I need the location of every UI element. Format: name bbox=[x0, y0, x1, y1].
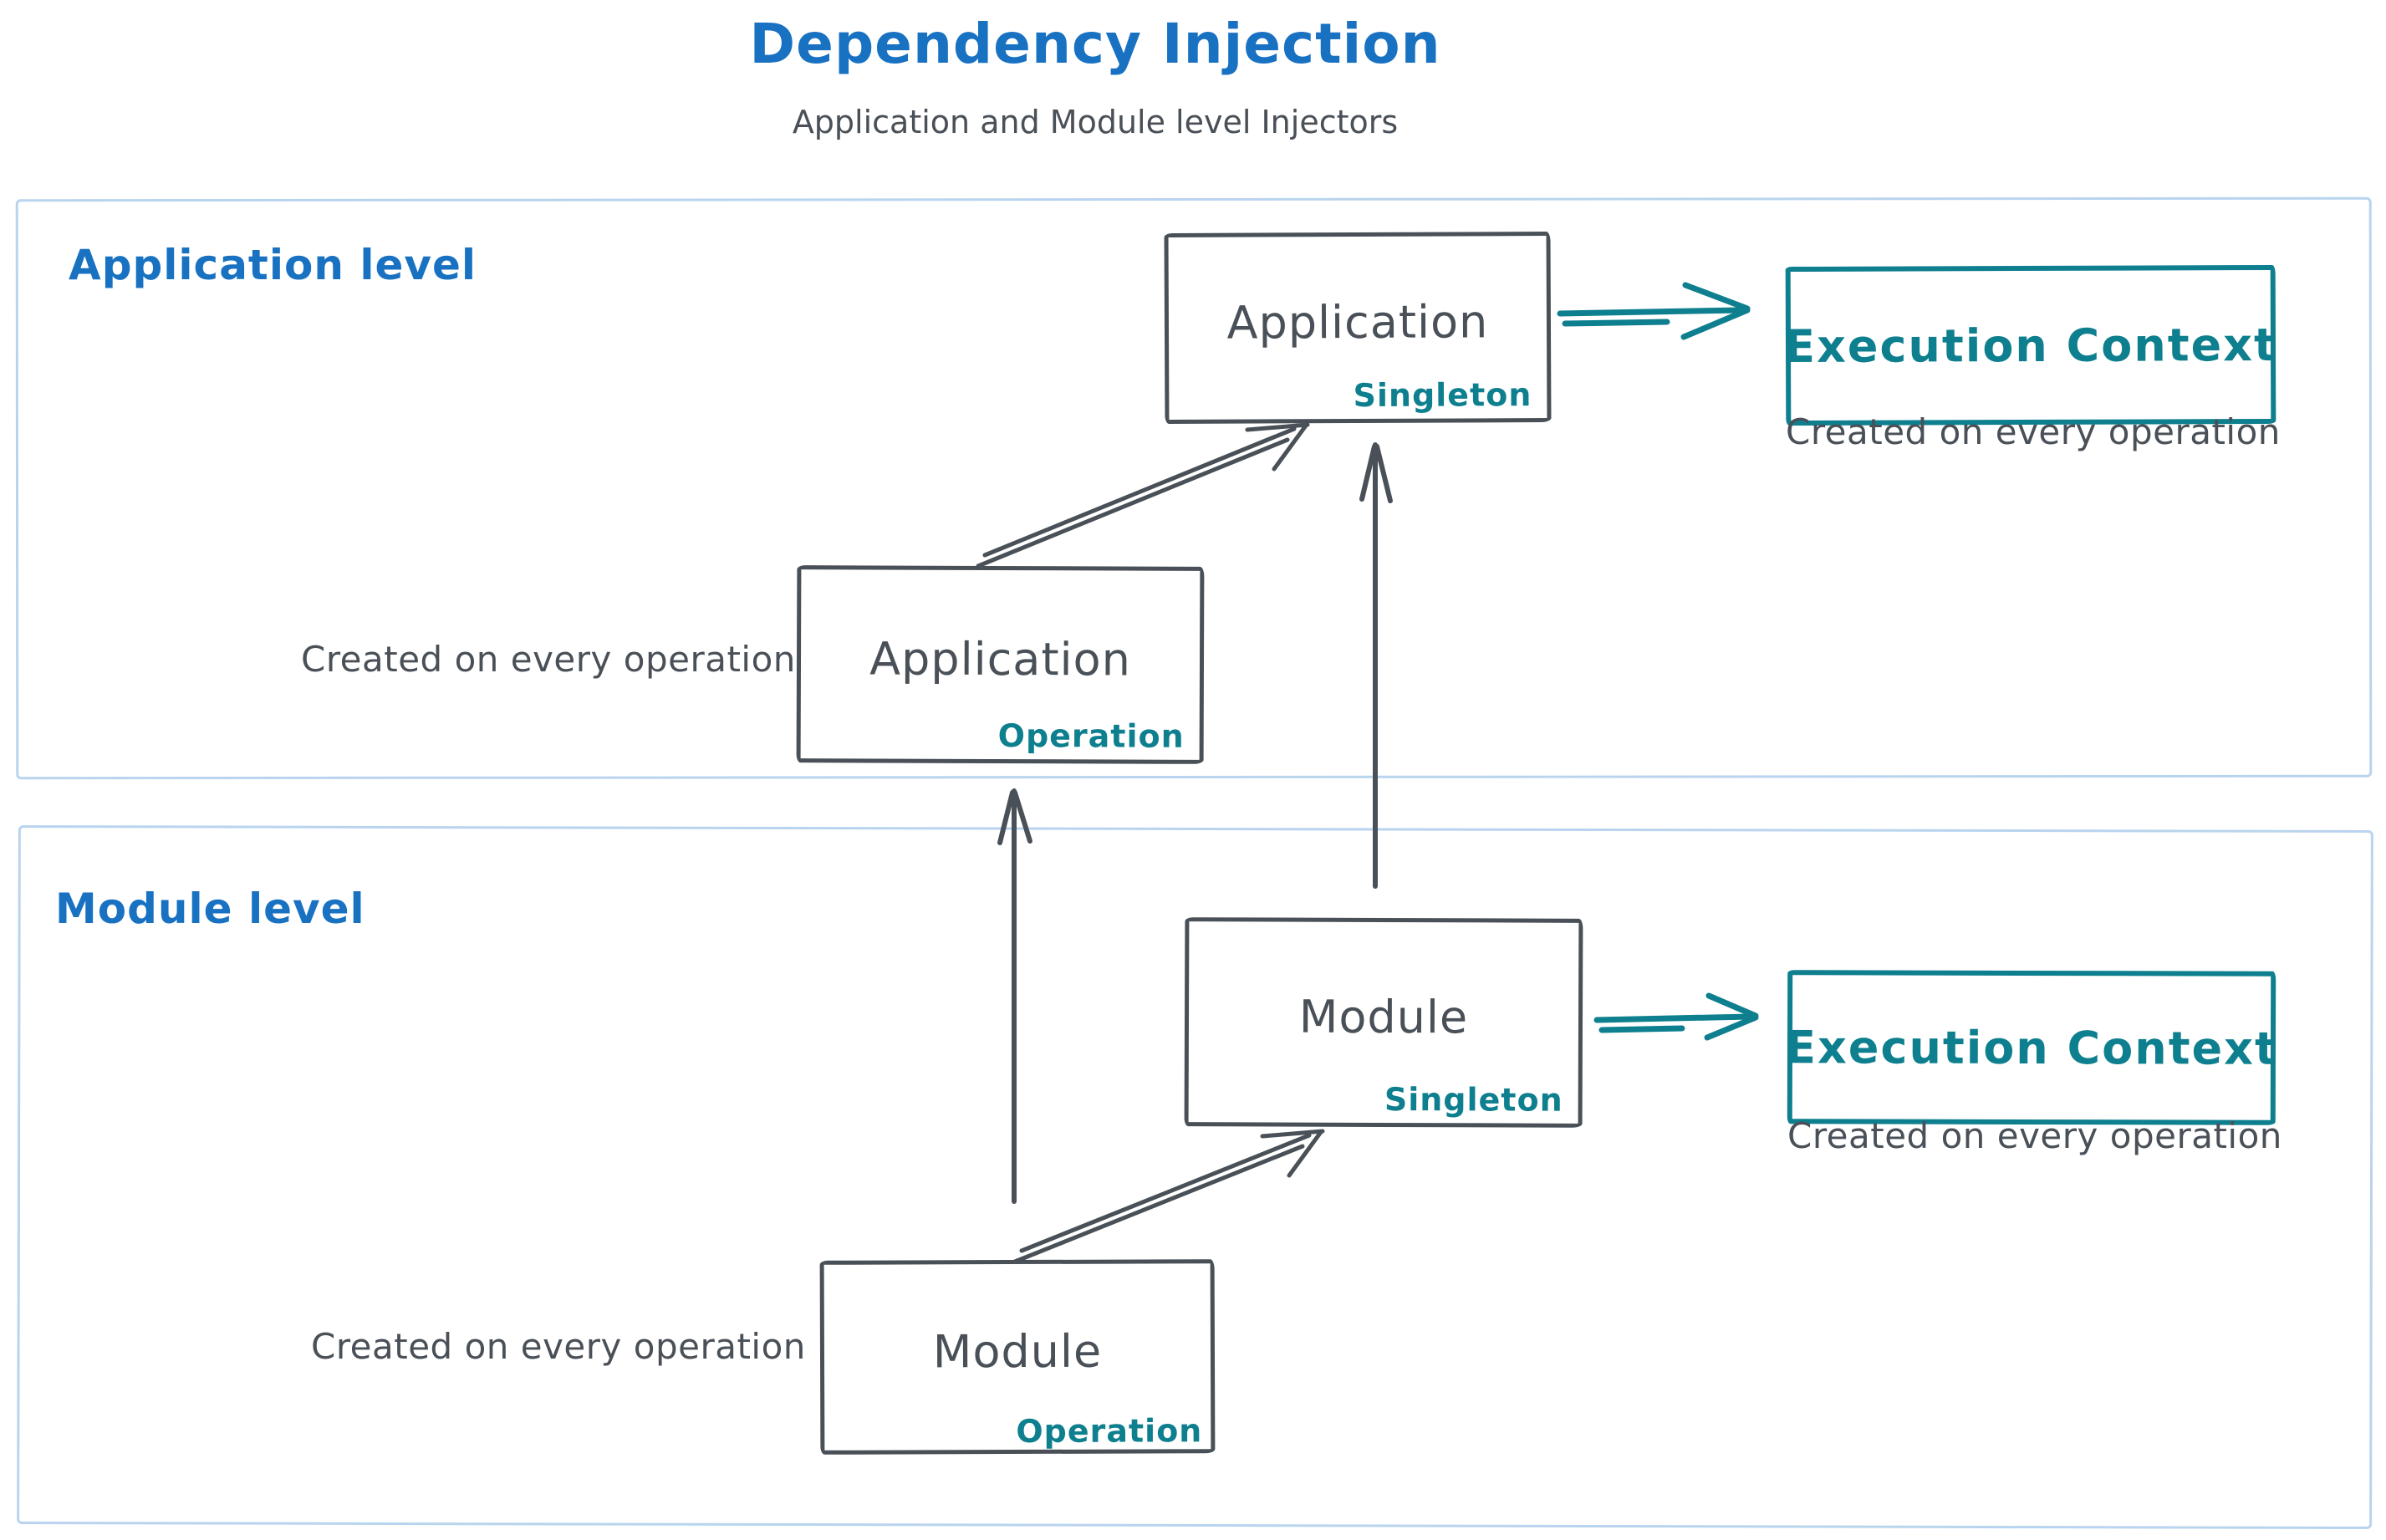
module-operation-scope: Operation bbox=[1016, 1412, 1203, 1451]
application-operation-name: Application bbox=[869, 631, 1131, 686]
execution-context-module-box: Execution Context bbox=[1785, 970, 2278, 1125]
arrow-module-operation-to-module-singleton bbox=[1012, 1129, 1325, 1264]
execution-context-module-label: Execution Context bbox=[1785, 1020, 2278, 1075]
module-singleton-box: Module Singleton bbox=[1184, 917, 1583, 1128]
arrow-module-singleton-to-execution-context bbox=[1593, 992, 1759, 1041]
execution-context-module-caption: Created on every operation bbox=[1787, 1115, 2282, 1156]
arrow-app-operation-to-app-singleton bbox=[976, 422, 1310, 569]
application-level-label: Application level bbox=[69, 241, 477, 289]
diagram-title: Dependency Injection bbox=[749, 12, 1441, 76]
diagram-subtitle: Application and Module level Injectors bbox=[792, 104, 1399, 140]
application-singleton-scope: Singleton bbox=[1353, 376, 1532, 415]
execution-context-application-caption: Created on every operation bbox=[1786, 411, 2281, 452]
module-singleton-scope: Singleton bbox=[1384, 1081, 1563, 1119]
application-singleton-name: Application bbox=[1226, 294, 1489, 349]
application-operation-caption: Created on every operation bbox=[301, 639, 796, 680]
application-operation-box: Application Operation bbox=[796, 565, 1205, 764]
module-operation-caption: Created on every operation bbox=[311, 1326, 806, 1367]
module-operation-name: Module bbox=[932, 1324, 1103, 1378]
arrow-module-operation-to-app-operation bbox=[997, 788, 1032, 1204]
arrow-module-singleton-to-app-singleton bbox=[1359, 442, 1393, 889]
application-operation-scope: Operation bbox=[997, 716, 1185, 755]
execution-context-application-box: Execution Context bbox=[1784, 264, 2277, 426]
module-operation-box: Module Operation bbox=[819, 1259, 1216, 1455]
module-level-label: Module level bbox=[55, 885, 365, 933]
module-singleton-name: Module bbox=[1298, 990, 1469, 1043]
application-singleton-box: Application Singleton bbox=[1164, 231, 1552, 425]
execution-context-application-label: Execution Context bbox=[1784, 318, 2277, 373]
arrow-app-singleton-to-execution-context bbox=[1557, 282, 1751, 340]
